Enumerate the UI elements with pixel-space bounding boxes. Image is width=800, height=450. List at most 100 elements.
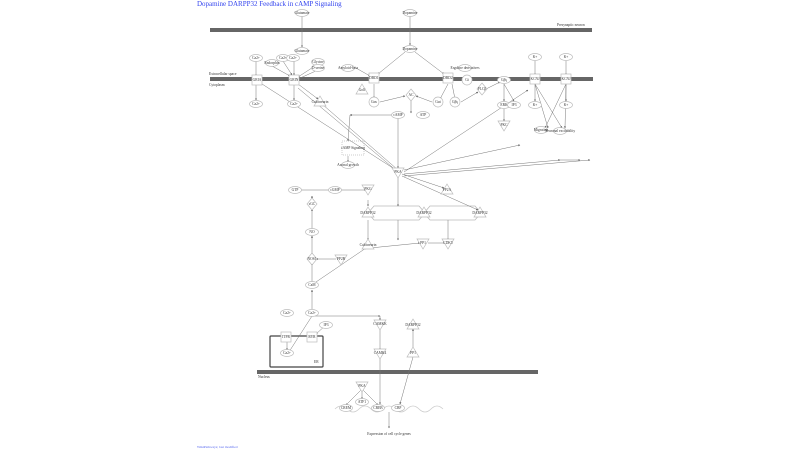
node-cdk5[interactable]: CDK5 [441, 238, 455, 250]
node-ergo[interactable]: Ergoline derivatives [451, 64, 481, 72]
node-migr[interactable]: Migration [534, 126, 549, 134]
node-triangle-down [373, 319, 387, 331]
node-glu_pre[interactable]: Glutamate [295, 9, 310, 17]
footer-link[interactable]: WikiPathways; last modified [197, 445, 238, 449]
node-camk4[interactable]: CAMK4 [373, 348, 387, 360]
node-label: cGMP [330, 188, 339, 192]
node-ellipse [265, 59, 279, 67]
node-darpp2[interactable]: DARPP32 [416, 206, 432, 218]
node-gtp[interactable]: GTP [288, 186, 302, 194]
node-camkk[interactable]: CAMKK [373, 319, 387, 331]
node-crem[interactable]: CREM [339, 404, 353, 412]
node-ellipse [559, 101, 573, 109]
edge-46 [401, 173, 445, 189]
pathway-title[interactable]: Dopamine DARPP32 Feedback in cAMP Signal… [197, 0, 342, 8]
node-da_post[interactable]: Dopamine [403, 45, 418, 53]
node-ellipse [286, 54, 300, 62]
node-ellipse [341, 64, 355, 72]
node-k1[interactable]: K+ [528, 53, 542, 61]
node-d2r[interactable]: DRD2 [442, 72, 454, 84]
node-golf[interactable]: Golf [355, 83, 369, 95]
node-camp[interactable]: cAMP [391, 111, 405, 119]
node-darpp4[interactable]: DARPP32 [405, 318, 421, 330]
node-pp2a_t[interactable]: PP2A [440, 183, 454, 195]
node-ellipse [295, 47, 309, 55]
node-calc[interactable]: Calcineurin [312, 95, 329, 107]
node-ca_er0[interactable]: Ca2+ [280, 309, 294, 317]
node-k2b[interactable]: K+ [559, 101, 573, 109]
node-ip3[interactable]: IP3 [319, 321, 333, 329]
node-gi[interactable]: Gi [461, 74, 473, 86]
node-ac[interactable]: AC [405, 88, 417, 102]
node-ca_er2[interactable]: Ca2+ [280, 349, 294, 357]
node-pp1[interactable]: PP1 [416, 238, 430, 250]
node-amyl[interactable]: Amyloid-beta [338, 64, 358, 72]
node-label: Ca2+ [283, 351, 291, 355]
node-cam[interactable]: CaM [305, 281, 319, 289]
node-darpp3[interactable]: DARPP32 [472, 206, 488, 218]
node-cgmp[interactable]: cGMP [328, 186, 342, 194]
node-nmdar[interactable]: GRIN [288, 74, 300, 86]
node-nos1[interactable]: NOS1 [306, 252, 318, 266]
node-ellipse [280, 309, 294, 317]
node-da_pre[interactable]: Dopamine [403, 9, 418, 17]
node-triangle [473, 206, 487, 218]
node-label: NOS1 [308, 257, 317, 261]
node-ca_a[interactable]: Ca2+ [249, 54, 263, 62]
node-ca_er1[interactable]: Ca2+ [305, 309, 319, 317]
node-nexc[interactable]: Neuronal excitability [545, 127, 576, 135]
node-pp1b[interactable]: PP1 [406, 346, 420, 358]
node-plc[interactable]: PLCβ [476, 82, 488, 96]
node-pkg[interactable]: PKG [361, 184, 375, 196]
node-gbg2[interactable]: Gβγ [497, 76, 511, 84]
node-label: Migration [534, 128, 549, 132]
node-dser[interactable]: D-serine [311, 64, 325, 72]
node-darpp1[interactable]: DARPP32 [360, 206, 376, 218]
edge-41 [403, 144, 521, 171]
node-ip3b[interactable]: IP3 [507, 101, 521, 109]
node-cbp[interactable]: CBP [391, 404, 405, 412]
node-gas[interactable]: Gαs [368, 96, 380, 108]
node-ampar[interactable]: GRIA [251, 74, 263, 86]
node-ca_a2[interactable]: Ca2+ [249, 100, 263, 108]
node-ellipse [458, 64, 472, 72]
node-label: Dopamine [403, 11, 418, 15]
node-ca_b2[interactable]: Ca2+ [287, 100, 301, 108]
node-ellipse [355, 398, 369, 406]
node-atf1[interactable]: ATF1 [355, 398, 369, 406]
node-label: CBP [395, 406, 402, 410]
node-no[interactable]: NO [305, 228, 319, 236]
node-gai[interactable]: Gαi [432, 96, 444, 108]
node-calcn[interactable]: Calcineurin [360, 238, 377, 250]
node-ryr[interactable]: RYR [306, 331, 318, 343]
node-pka[interactable]: PKA [391, 167, 405, 179]
node-atp[interactable]: ATP [416, 111, 430, 119]
node-glu_post[interactable]: Glutamate [295, 47, 310, 55]
edge-16 [451, 83, 456, 100]
edge-68 [399, 356, 414, 405]
node-gbg[interactable]: Gβγ [449, 96, 461, 108]
node-ellipse [528, 101, 542, 109]
node-label: Ergoline derivatives [451, 66, 481, 70]
node-ca_c[interactable]: Ca2+ [286, 54, 300, 62]
node-pkc[interactable]: PKC [497, 120, 511, 132]
node-label: Gαs [371, 100, 377, 104]
node-pka_n[interactable]: PKA [355, 381, 369, 393]
node-kir1[interactable]: KCNJ [529, 73, 541, 85]
node-d1r[interactable]: DRD1 [368, 72, 380, 84]
node-ellipse [403, 9, 417, 17]
node-label: NO [309, 230, 315, 234]
node-k1b[interactable]: K+ [528, 101, 542, 109]
node-sgc[interactable]: sGC [306, 197, 318, 211]
node-enk[interactable]: Endorphin [264, 59, 280, 67]
node-k2[interactable]: K+ [559, 53, 573, 61]
node-label: Ca2+ [252, 56, 260, 60]
node-kir2[interactable]: KCNJ [560, 73, 572, 85]
node-ip3r[interactable]: ITPR [280, 331, 292, 343]
node-expr[interactable]: Expression of cell cycle genes [367, 432, 411, 436]
node-label: Ca2+ [289, 56, 297, 60]
node-pp2b[interactable]: PP2B [334, 254, 348, 266]
node-axon[interactable]: Axonal growth [337, 161, 359, 169]
node-campsig[interactable]: cAMP Signaling [341, 146, 365, 150]
node-creb[interactable]: CREB [371, 404, 385, 412]
